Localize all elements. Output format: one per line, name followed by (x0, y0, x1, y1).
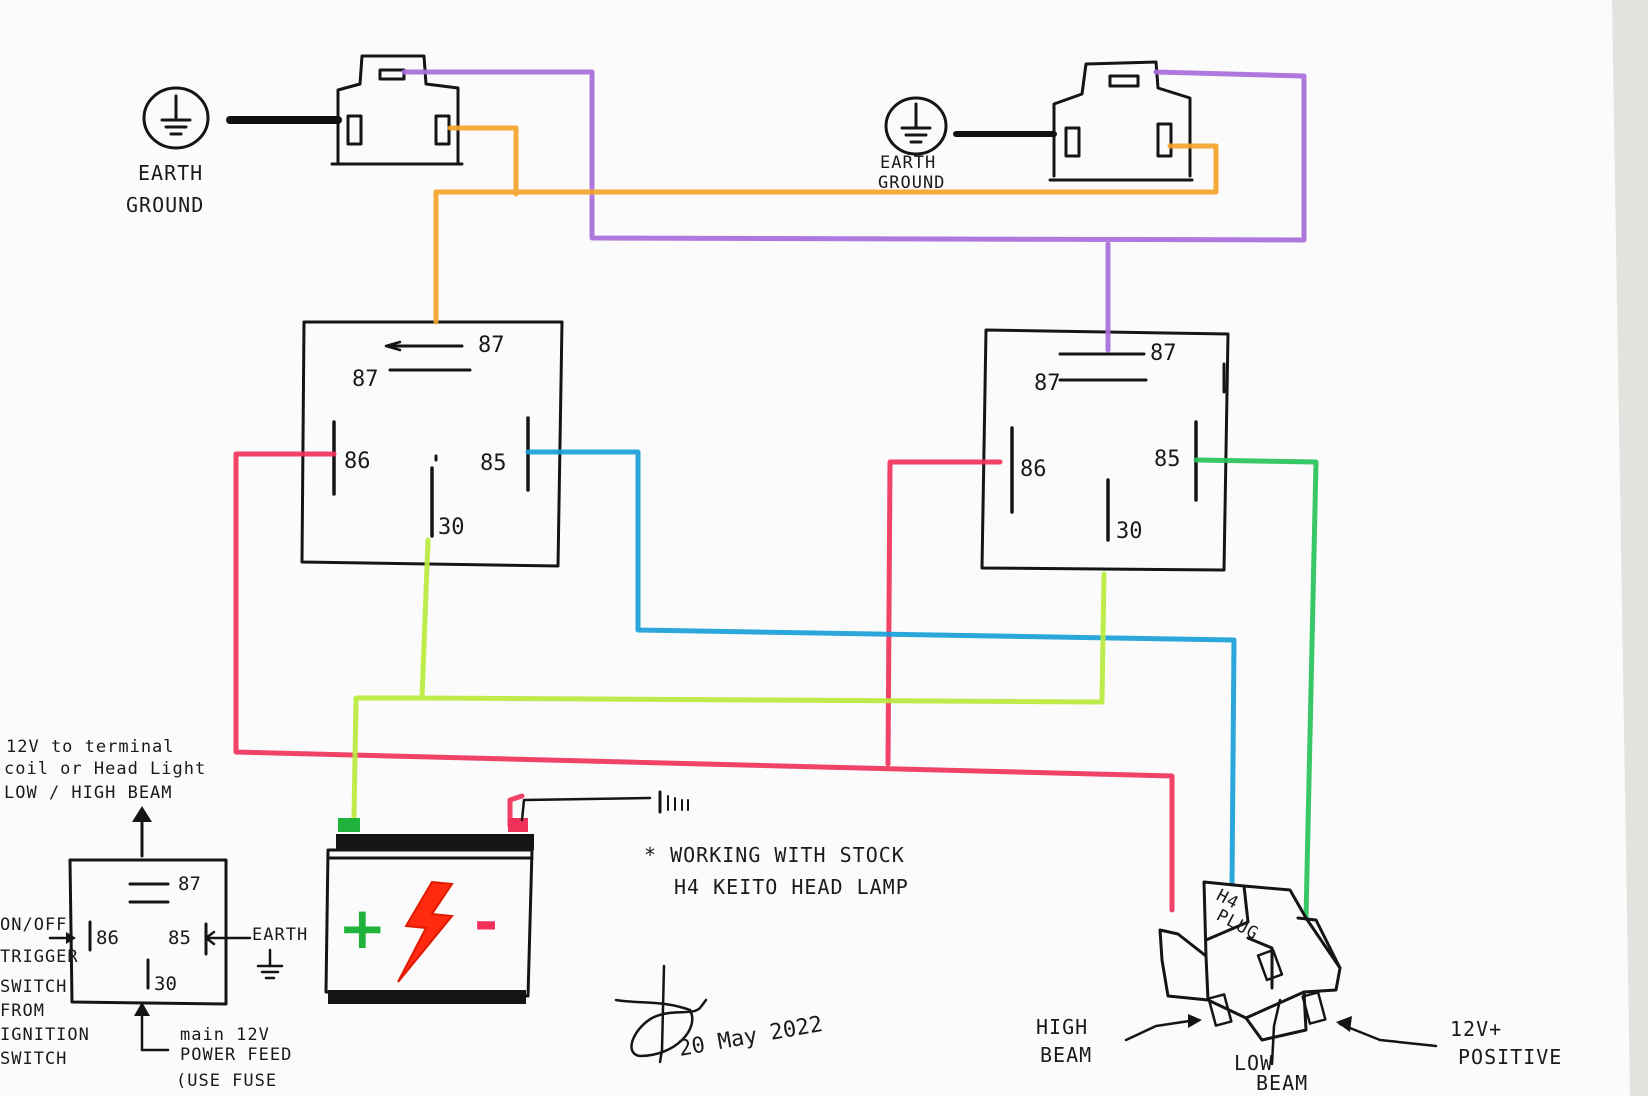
relay1-pin-87a: 87 (352, 367, 379, 392)
relay-high-beam: 87 87 86 85 30 (980, 328, 1230, 572)
battery-minus: - (474, 888, 498, 956)
relay1-pin-86: 86 (344, 449, 371, 474)
note-line1: * WORKING WITH STOCK (644, 843, 905, 867)
trigger-top-note: 12V to terminal coil or Head Light LOW /… (4, 737, 206, 803)
note: * WORKING WITH STOCK H4 KEITO HEAD LAMP (644, 843, 909, 899)
relay2-pin-87: 87 (1150, 341, 1177, 366)
earth-label-line2: GROUND (126, 193, 204, 217)
battery: + - (324, 818, 534, 1004)
high-beam-label-line2: BEAM (1040, 1043, 1092, 1067)
trigger-left-note-line1: ON/OFF (0, 915, 67, 935)
lightning-bolt-icon (397, 880, 454, 983)
headlamp-connector-right (1048, 60, 1194, 182)
note-line2: H4 KEITO HEAD LAMP (674, 875, 909, 899)
wire-red (233, 451, 1175, 913)
trigger-bottom-note-line2: POWER FEED (180, 1045, 292, 1065)
trigger-top-note-line2: coil or Head Light (4, 759, 206, 779)
trigger-pin-87: 87 (178, 873, 201, 895)
trigger-pin-85: 85 (168, 927, 191, 949)
relay1-pin-85: 85 (480, 451, 507, 476)
earth-label-line1: EARTH (138, 161, 203, 185)
relay2-pin-87a: 87 (1034, 371, 1061, 396)
trigger-left-note-line5: IGNITION (0, 1025, 90, 1045)
high-beam-label-line1: HIGH (1036, 1015, 1088, 1039)
relay2-pin-30: 30 (1116, 519, 1143, 544)
low-beam-label-line1: LOW (1234, 1051, 1273, 1075)
trigger-left-note-line3: SWITCH (0, 977, 67, 997)
plug-labels: HIGH BEAM LOW BEAM 12V+ POSITIVE (1036, 998, 1562, 1095)
wire-green (1193, 457, 1319, 921)
battery-ground (520, 790, 689, 822)
earth-ground-left: EARTH GROUND (126, 86, 210, 217)
relay-low-beam: 87 87 86 85 30 (300, 320, 564, 568)
earth-ground-icon (256, 948, 284, 980)
trigger-bottom-note-line3: (USE FUSE (176, 1071, 277, 1091)
wire-orange (433, 125, 1219, 325)
wire-blue (525, 449, 1237, 887)
trigger-pin-30: 30 (154, 973, 177, 995)
trigger-left-note-line4: FROM (0, 1001, 45, 1021)
trigger-feed: main 12V POWER FEED (USE FUSE (134, 1002, 292, 1091)
earth-ground-right: EARTH GROUND (878, 96, 948, 193)
relay2-pin-86: 86 (1020, 457, 1047, 482)
trigger-earth-label: EARTH (252, 925, 308, 945)
relay1-pin-87: 87 (478, 333, 505, 358)
trigger-left-note: ON/OFF TRIGGER SWITCH FROM IGNITION SWIT… (0, 915, 90, 1069)
earth-label-line1: EARTH (880, 153, 936, 173)
relay1-pin-30: 30 (438, 515, 465, 540)
positive-label-line1: 12V+ (1450, 1017, 1502, 1041)
trigger-relay: 87 86 85 30 (68, 858, 228, 1006)
trigger-left-note-line2: TRIGGER (0, 947, 79, 967)
battery-plus: + (338, 894, 387, 962)
trigger-earth: EARTH (204, 925, 308, 980)
trigger-left-note-line6: SWITCH (0, 1049, 67, 1069)
trigger-top-note-line1: 12V to terminal (6, 737, 175, 757)
trigger-bottom-note-line1: main 12V (180, 1025, 270, 1045)
arrow-right-icon (48, 932, 76, 944)
wire-purple (401, 69, 1307, 353)
earth-ground-icon (142, 86, 210, 150)
up-arrow-icon (132, 806, 152, 858)
trigger-pin-86: 86 (96, 927, 119, 949)
earth-ground-icon (884, 96, 948, 156)
low-beam-label-line2: BEAM (1256, 1071, 1308, 1095)
wire-lime (351, 537, 1107, 821)
positive-label-line2: POSITIVE (1458, 1045, 1562, 1069)
earth-label-line2: GROUND (878, 173, 945, 193)
relay2-pin-85: 85 (1154, 447, 1181, 472)
trigger-top-note-line3: LOW / HIGH BEAM (4, 783, 173, 803)
